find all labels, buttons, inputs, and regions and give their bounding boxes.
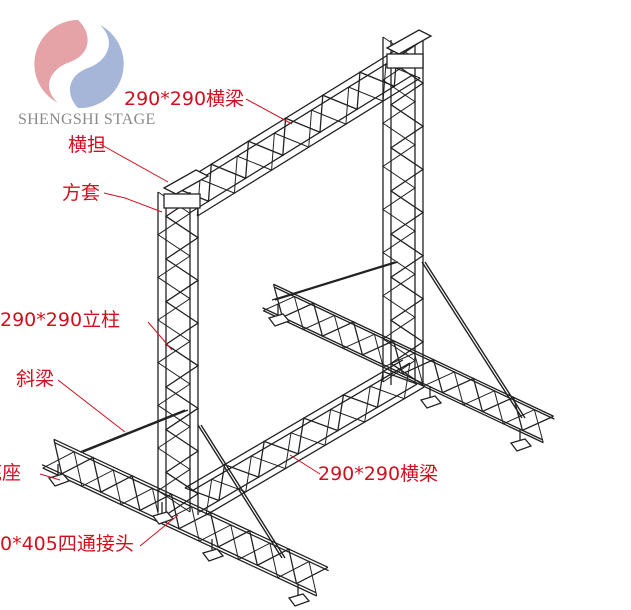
left-column	[157, 191, 200, 516]
label-four-way-joint: 0*405四通接头	[0, 533, 134, 555]
label-square-sleeve: 方套	[62, 182, 101, 204]
base-foot	[509, 429, 533, 452]
label-brace: 斜梁	[16, 368, 55, 390]
brace-right-front	[421, 261, 526, 419]
leader-top-beam	[245, 98, 293, 125]
middle-beam	[184, 359, 425, 516]
brace-left-back	[79, 409, 189, 453]
label-middle-beam: 290*290横梁	[318, 463, 439, 485]
top-beam	[173, 48, 421, 217]
leader-square-sleeve	[103, 192, 163, 213]
brace-left-front	[197, 424, 286, 559]
cross-arm	[385, 29, 433, 69]
leader-column	[147, 321, 173, 351]
leader-brace	[57, 379, 126, 433]
leader-base	[39, 473, 61, 481]
base-foot	[201, 539, 225, 562]
label-top-beam: 290*290横梁	[124, 88, 245, 110]
label-base: 底座	[0, 462, 22, 484]
label-cross-arm: 横担	[68, 134, 107, 156]
base-foot	[419, 386, 443, 409]
base-foot	[267, 304, 291, 327]
cross-arm	[162, 169, 210, 209]
left-base-beam	[41, 438, 329, 597]
leader-cross-arm	[99, 143, 169, 183]
right-column	[382, 36, 425, 386]
brace-right-back	[271, 261, 399, 301]
base-foot	[287, 584, 311, 607]
watermark-text: SHENGSHI STAGE	[18, 111, 156, 128]
label-column: 290*290立柱	[0, 309, 121, 331]
leader-middle-beam	[289, 454, 321, 475]
leader-four-way	[139, 514, 179, 547]
